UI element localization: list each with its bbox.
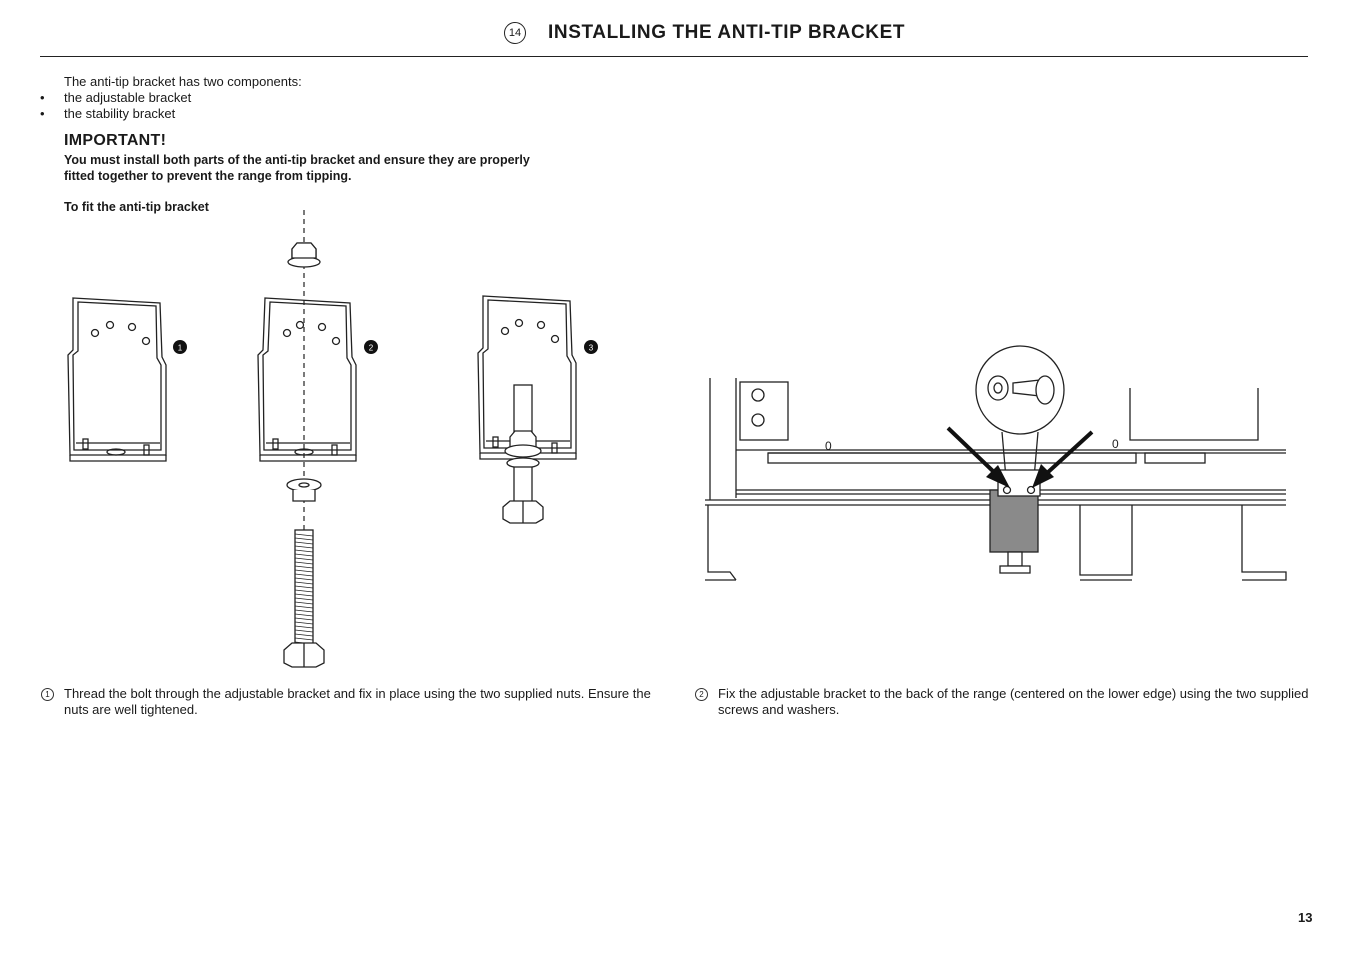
figure-label: 2	[369, 344, 374, 353]
intro-text: The anti-tip bracket has two components:	[64, 74, 302, 89]
figure-label: 3	[589, 344, 594, 353]
important-warning: You must install both parts of the anti-…	[64, 153, 530, 183]
threaded-bolt	[283, 529, 325, 668]
adjustable-bracket-drawing	[67, 297, 167, 462]
flange-nut	[286, 478, 322, 502]
range-mark: 0	[1112, 437, 1119, 451]
list-item: the stability bracket	[40, 106, 191, 122]
step-text: Fix the adjustable bracket to the back o…	[718, 686, 1309, 717]
important-heading: IMPORTANT!	[64, 132, 167, 149]
page-header: 14 INSTALLING THE ANTI-TIP BRACKET	[40, 18, 1308, 57]
hex-nut-top	[287, 242, 321, 268]
list-item: the adjustable bracket	[40, 90, 191, 106]
step-number: 1	[41, 688, 54, 701]
bracket-assembly-illustration: 1 2	[67, 210, 598, 668]
page-title: INSTALLING THE ANTI-TIP BRACKET	[548, 22, 906, 43]
figure-label: 1	[178, 344, 183, 353]
section-number-badge: 14	[504, 22, 526, 44]
subheading: To fit the anti-tip bracket	[64, 200, 209, 214]
step-text: Thread the bolt through the adjustable b…	[64, 686, 651, 717]
step-number: 2	[695, 688, 708, 701]
bracket-exploded-drawing	[257, 297, 357, 462]
range-back-illustration: 0 0	[705, 345, 1287, 581]
assembled-bracket-drawing	[477, 295, 577, 524]
components-list: the adjustable bracket the stability bra…	[40, 90, 191, 122]
range-mark: 0	[825, 439, 832, 453]
page-number: 13	[1298, 910, 1313, 925]
